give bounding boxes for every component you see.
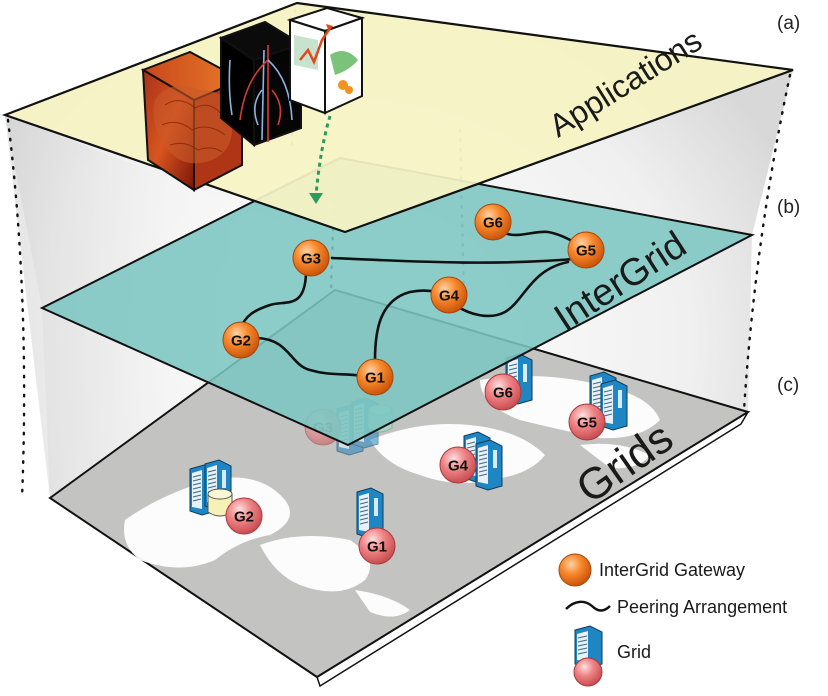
gateway-node-label: G5: [576, 243, 596, 260]
gateway-node-label: G4: [439, 288, 460, 305]
grid-node-icon: [568, 403, 606, 441]
gateway-node-icon: [430, 276, 468, 314]
grid-node-icon: [358, 527, 396, 565]
grid-node-icon: [484, 373, 522, 411]
grid-node-icon: [439, 446, 477, 484]
guide-right: [742, 73, 792, 412]
grid-node-label: G4: [448, 458, 469, 475]
gateway-g5[interactable]: G5: [567, 231, 605, 269]
legend-label-peering: Peering Arrangement: [617, 597, 787, 617]
gateway-g1[interactable]: G1: [356, 358, 394, 396]
legend-item-gateway: InterGrid Gateway: [558, 553, 745, 587]
grid-node-label: G5: [577, 415, 597, 432]
gateway-node-label: G3: [301, 251, 321, 268]
gateway-node-icon: [356, 358, 394, 396]
guide-left: [6, 118, 26, 500]
gateway-node-icon: [474, 203, 512, 241]
gateway-g3[interactable]: G3: [292, 239, 330, 277]
legend-label-gateway: InterGrid Gateway: [599, 560, 745, 580]
gateway-node-icon: [222, 321, 260, 359]
grid-node-label: G2: [234, 509, 254, 526]
grid-g5[interactable]: G5: [568, 371, 628, 441]
peering-link-g4-g5: [453, 260, 570, 318]
gateway-legend-icon: [558, 553, 592, 587]
gateway-g6[interactable]: G6: [474, 203, 512, 241]
gateway-node-icon: [292, 239, 330, 277]
peering-link-g2-g1: [256, 336, 364, 378]
server-icon: [475, 439, 503, 491]
gateway-node-label: G1: [365, 370, 385, 387]
gateway-node-icon: [567, 231, 605, 269]
grid-node-label: G6: [493, 385, 513, 402]
legend-label-grid: Grid: [617, 642, 651, 662]
stock-chart-icon: [294, 24, 358, 94]
grid-g4[interactable]: G4: [439, 431, 503, 491]
grid-node-label: G1: [367, 539, 387, 556]
server-icon: [600, 379, 628, 431]
layer-tag-a: (a): [777, 13, 800, 34]
peering-links: [238, 220, 587, 378]
finance-cube: [286, 6, 366, 115]
grid-g1[interactable]: G1: [356, 487, 396, 565]
peering-link-g1-g4: [373, 289, 438, 362]
intergrid-plane: [39, 156, 756, 447]
grid-g2[interactable]: G2: [189, 459, 263, 535]
peering-link-g3-g2: [238, 271, 308, 332]
gateway-g2[interactable]: G2: [222, 321, 260, 359]
arrow-head-icon: [309, 193, 323, 204]
legend-item-grid: Grid: [573, 625, 651, 687]
peering-line-legend-icon: [565, 600, 611, 612]
gateway-g4[interactable]: G4: [430, 276, 468, 314]
server-legend-icon: [574, 625, 603, 669]
legend: InterGrid Gateway Peering Arrangement Gr…: [558, 553, 787, 687]
grid-g6[interactable]: G6: [484, 353, 533, 411]
gateway-node-label: G2: [231, 333, 251, 350]
circulatory-system-icon: [228, 45, 293, 142]
application-to-gateway-arrow: [314, 115, 332, 196]
layer-tag-b: (b): [777, 197, 800, 218]
grid-node-legend-icon: [573, 657, 603, 687]
grid-node-icon: [225, 497, 263, 535]
layer-tag-c: (c): [777, 375, 799, 396]
legend-item-peering: Peering Arrangement: [565, 597, 787, 617]
peering-link-g3-g5: [330, 256, 587, 264]
applications-layer: Applications: [1, 1, 794, 234]
gateway-node-label: G6: [483, 215, 503, 232]
